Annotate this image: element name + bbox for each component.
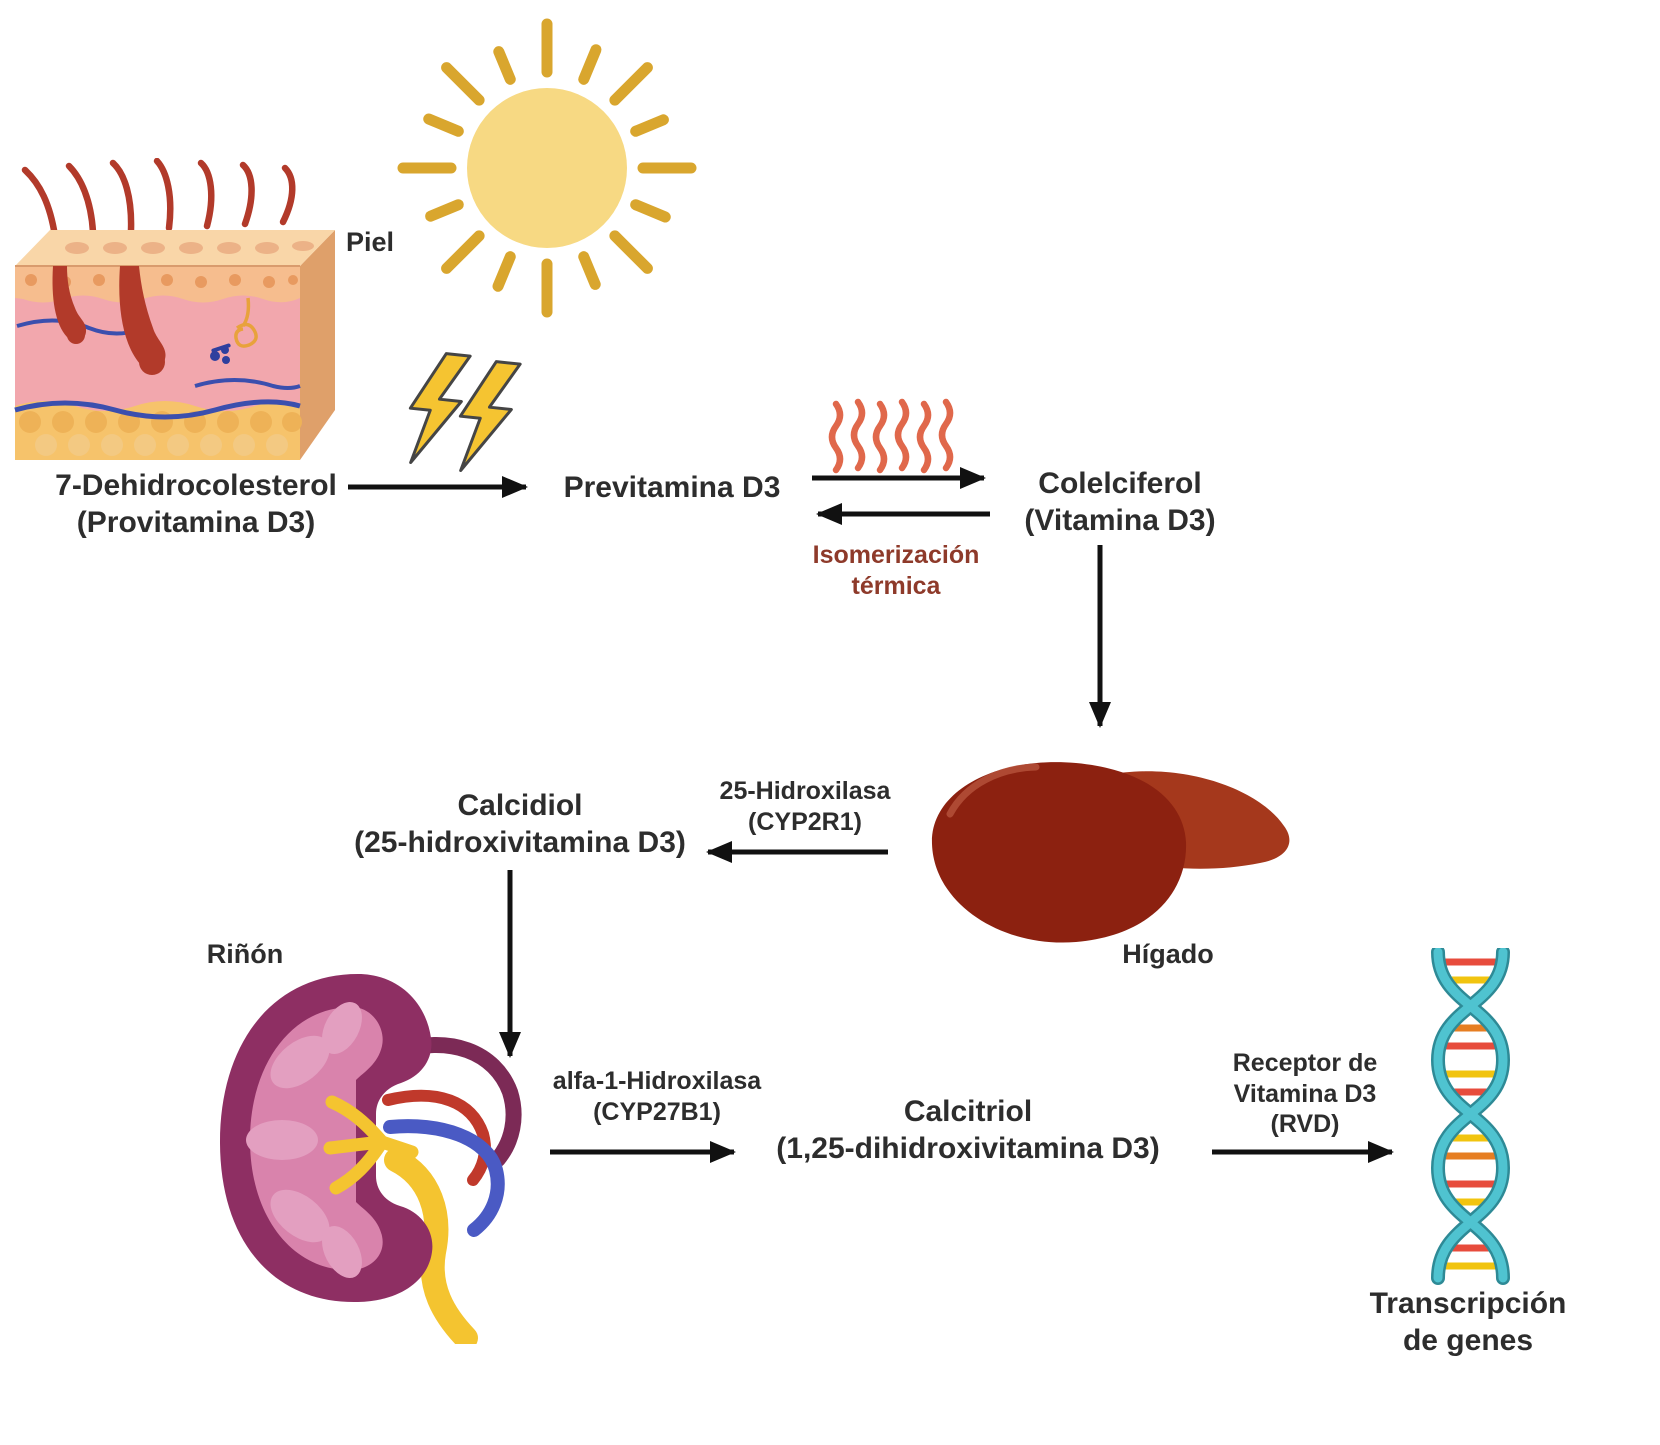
node-calcitriol-line1: Calcitriol — [903, 1095, 1033, 1128]
kidney-icon — [220, 974, 522, 1344]
node-provitamin-line2: (Provitamina D3) — [76, 505, 316, 539]
transcription-label: Transcripción de genes — [1370, 1286, 1567, 1359]
renal-artery — [387, 1037, 522, 1167]
enzyme-25-hydroxylase-line1: 25-Hidroxilasa — [719, 777, 891, 805]
node-cholecalciferol: Colelciferol (Vitamina D3) — [1024, 466, 1215, 539]
enzyme-1alpha-hydroxylase-line1: alfa-1-Hidroxilasa — [552, 1067, 762, 1095]
liver-label: Hígado — [1122, 939, 1214, 969]
hairs — [21, 158, 296, 240]
skin-label: Piel — [346, 227, 395, 257]
node-calcitriol: Calcitriol (1,25-dihidroxivitamina D3) — [776, 1094, 1159, 1167]
sun-disc — [467, 88, 627, 248]
sweat-gland — [234, 297, 258, 348]
skin-epidermis — [15, 266, 300, 303]
nerve-cluster — [210, 343, 231, 364]
renal-pyramids — [246, 1002, 362, 1278]
node-previtamin-line1: Previtamina D3 — [563, 471, 781, 504]
sun-rays — [397, 18, 697, 318]
kidney-label: Riñón — [206, 939, 284, 969]
receptor-label: Receptor de Vitamina D3 (RVD) — [1233, 1048, 1377, 1140]
enzyme-1alpha-hydroxylase-line2: (CYP27B1) — [593, 1097, 721, 1126]
node-calcitriol-line2: (1,25-dihidroxivitamina D3) — [776, 1131, 1160, 1165]
node-previtamin: Previtamina D3 — [564, 470, 781, 507]
node-calcidiol: Calcidiol (25-hidroxivitamina D3) — [354, 788, 686, 861]
node-provitamin-line1: 7-Dehidrocolesterol — [55, 469, 337, 502]
node-cholecalciferol-line1: Colelciferol — [1038, 467, 1202, 500]
dna-helix-icon — [1430, 948, 1511, 1285]
red-vessel — [382, 1089, 491, 1186]
node-provitamin: 7-Dehidrocolesterol (Provitamina D3) — [55, 468, 337, 541]
enzyme-25-hydroxylase: 25-Hidroxilasa (CYP2R1) — [720, 776, 891, 837]
enzyme-1alpha-hydroxylase: alfa-1-Hidroxilasa (CYP27B1) — [553, 1066, 761, 1127]
dna-strands — [1433, 948, 1508, 1283]
skin-side-face — [300, 230, 335, 460]
lightning-bolt-icon — [408, 352, 522, 473]
renal-vein — [383, 1119, 505, 1237]
transcription-line2: de genes — [1402, 1323, 1534, 1357]
node-cholecalciferol-line2: (Vitamina D3) — [1024, 503, 1216, 537]
heat-waves-icon — [828, 398, 954, 474]
isomerization-line2: térmica — [851, 571, 941, 600]
node-calcidiol-line1: Calcidiol — [457, 789, 583, 822]
top-face-cells — [65, 241, 314, 254]
hair-follicles — [52, 266, 166, 375]
enzyme-25-hydroxylase-line2: (CYP2R1) — [748, 807, 862, 836]
receptor-line2: Vitamina D3 — [1233, 1079, 1377, 1108]
isomerization-label: Isomerización térmica — [813, 540, 980, 601]
transcription-line1: Transcripción — [1369, 1287, 1567, 1320]
liver-left-lobe — [931, 762, 1187, 943]
renal-pelvis — [323, 1095, 419, 1195]
dna-rungs — [1438, 958, 1503, 1270]
skin-top-face — [15, 230, 335, 266]
receptor-line3: (RVD) — [1270, 1110, 1340, 1138]
liver-icon — [931, 762, 1290, 943]
skin-cross-section-icon — [14, 158, 335, 460]
receptor-line1: Receptor de — [1232, 1049, 1378, 1077]
sun-icon — [397, 18, 697, 318]
ureter — [384, 1148, 478, 1344]
isomerization-line1: Isomerización — [812, 541, 980, 569]
blood-vessels — [14, 318, 301, 420]
node-calcidiol-line2: (25-hidroxivitamina D3) — [354, 825, 686, 859]
